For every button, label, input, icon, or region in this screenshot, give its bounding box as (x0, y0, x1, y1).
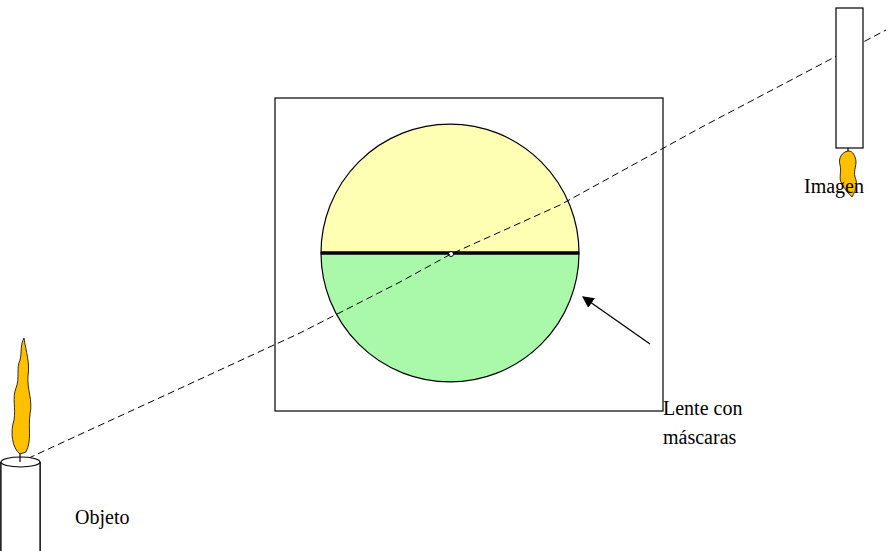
object-label: Objeto (75, 503, 165, 532)
object-candle (1, 462, 40, 551)
object-flame (12, 338, 31, 454)
upper-mask (321, 124, 579, 253)
object-candle-side (1, 462, 40, 551)
image-label: Imagen (804, 172, 884, 201)
light-ray (18, 30, 886, 463)
lens-center (449, 252, 454, 257)
leader-arrow (583, 297, 650, 344)
image-candle (836, 8, 863, 148)
lens-label: Lente con máscaras (663, 394, 793, 452)
lens-frame (275, 98, 663, 411)
object-candle-body (1, 462, 40, 551)
lower-mask (321, 253, 579, 382)
